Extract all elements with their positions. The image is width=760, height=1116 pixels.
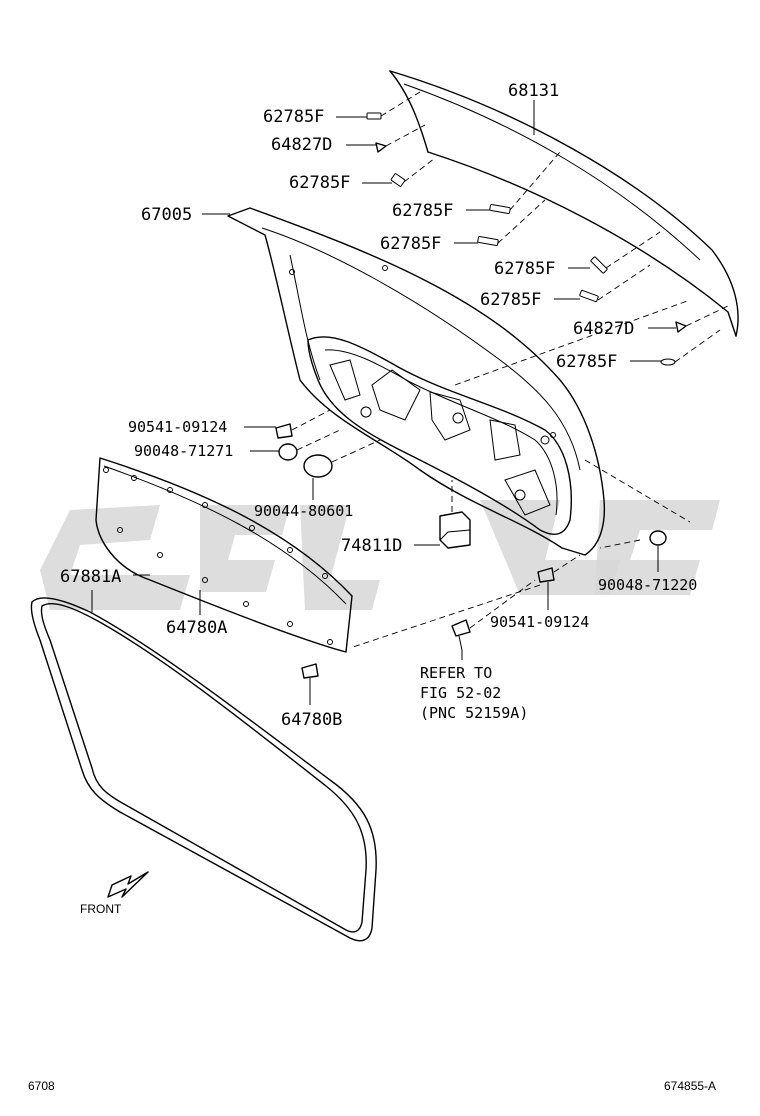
trunk-lid-67005 [227, 207, 606, 556]
label-90541-09124-b: 90541-09124 [490, 613, 589, 631]
refer-note-line-2: FIG 52-02 [420, 684, 501, 702]
plug-90044-80601-icon [303, 454, 333, 478]
callout-labels: 68131 62785F 64827D 62785F 67005 62785F … [60, 81, 697, 730]
refer-note-line-1: REFER TO [420, 664, 492, 682]
clip-90541-09124-b-icon [537, 567, 555, 583]
page-code: 6708 [28, 1079, 55, 1093]
label-62785F-5: 62785F [494, 259, 555, 279]
clip-62785F-4-icon [477, 235, 499, 247]
label-62785F-2: 62785F [289, 173, 350, 193]
illustration-id: 674855-A [664, 1079, 716, 1093]
label-90048-71220: 90048-71220 [598, 576, 697, 594]
label-67881A: 67881A [60, 567, 121, 587]
label-67005: 67005 [141, 205, 192, 225]
watermark-logo [40, 500, 720, 610]
weatherstrip-67881A [30, 597, 377, 942]
label-90541-09124-a: 90541-09124 [128, 418, 227, 436]
grommet-90048-71271-icon [278, 443, 298, 461]
refer-note-line-3: (PNC 52159A) [420, 704, 528, 722]
trunk-lid-cover-68131 [389, 70, 739, 337]
label-74811D: 74811D [341, 536, 402, 556]
label-62785F-1: 62785F [263, 107, 324, 127]
front-arrow-icon [107, 871, 149, 898]
label-90048-71271: 90048-71271 [134, 442, 233, 460]
clip-64780B-icon [301, 663, 319, 679]
clip-64827D-2-icon [675, 321, 687, 333]
label-64780B: 64780B [281, 710, 342, 730]
clip-62785F-6-icon [579, 289, 599, 303]
clip-62785F-3-icon [489, 203, 511, 215]
label-62785F-4: 62785F [380, 234, 441, 254]
label-64827D-2: 64827D [573, 319, 634, 339]
label-90044-80601: 90044-80601 [254, 502, 353, 520]
bolt-52159A-icon [451, 619, 471, 651]
clip-62785F-5-icon [590, 256, 608, 274]
trim-panel-64780A [95, 457, 353, 653]
refer-note: REFER TO FIG 52-02 (PNC 52159A) [420, 664, 528, 722]
clip-90541-09124-a-icon [275, 423, 293, 439]
label-64780A: 64780A [166, 618, 227, 638]
clip-62785F-2-icon [390, 173, 406, 187]
clip-64827D-1-icon [375, 142, 387, 153]
stopper-74811D-icon [439, 511, 471, 549]
grommet-90048-71220-icon [649, 530, 667, 546]
clip-62785F-7-icon [660, 358, 676, 366]
label-64827D-1: 64827D [271, 135, 332, 155]
label-62785F-6: 62785F [480, 290, 541, 310]
clip-62785F-1-icon [366, 112, 382, 120]
label-62785F-7: 62785F [556, 352, 617, 372]
label-68131: 68131 [508, 81, 559, 101]
front-label: FRONT [80, 902, 122, 916]
leader-lines [91, 100, 676, 705]
label-62785F-3: 62785F [392, 201, 453, 221]
